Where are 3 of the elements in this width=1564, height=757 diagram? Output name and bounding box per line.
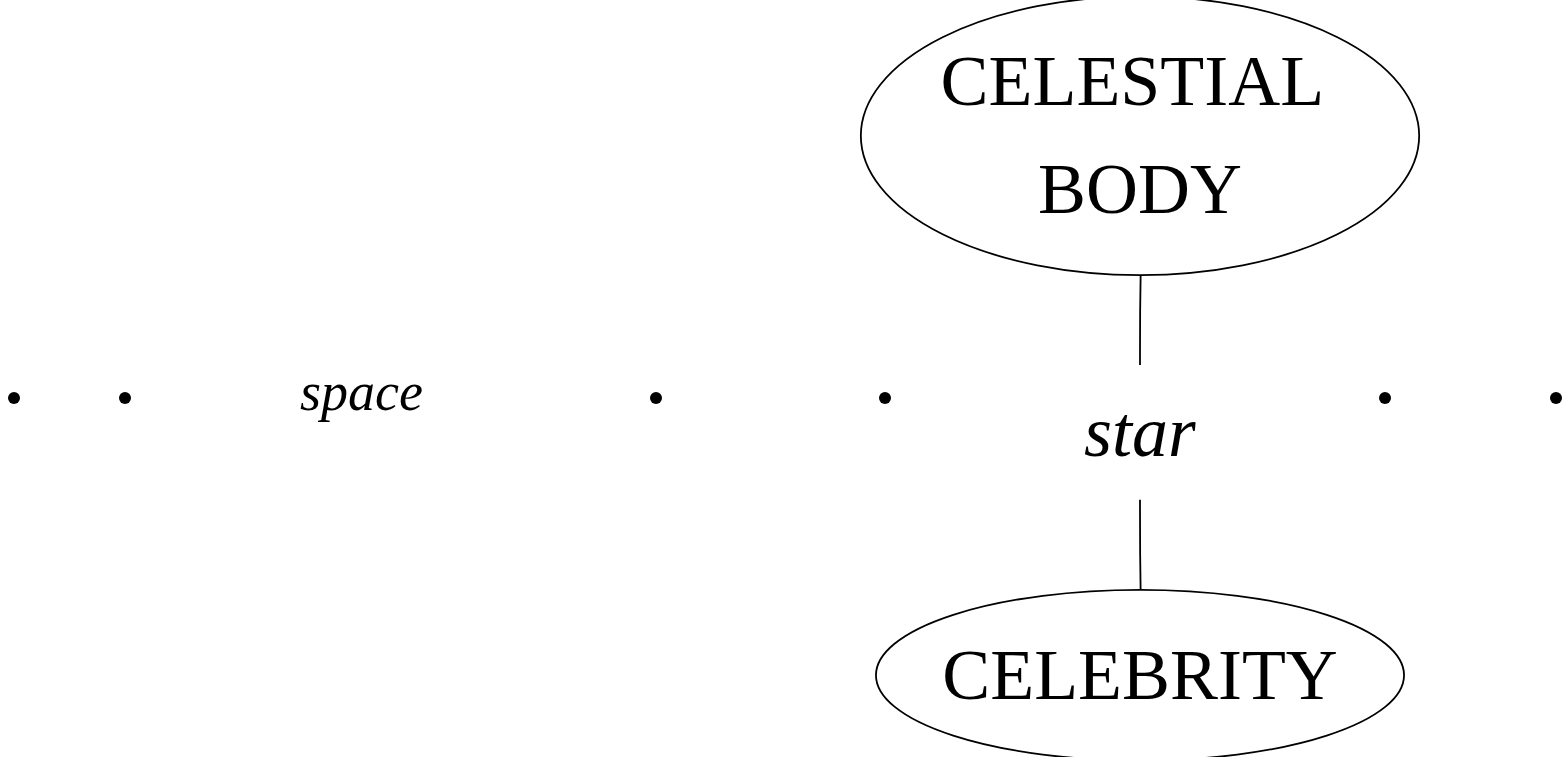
node-ellipse: CELEBRITY: [875, 588, 1405, 757]
node-ellipse: CELESTIAL BODY: [859, 0, 1421, 276]
node-text: star: [1084, 391, 1196, 472]
